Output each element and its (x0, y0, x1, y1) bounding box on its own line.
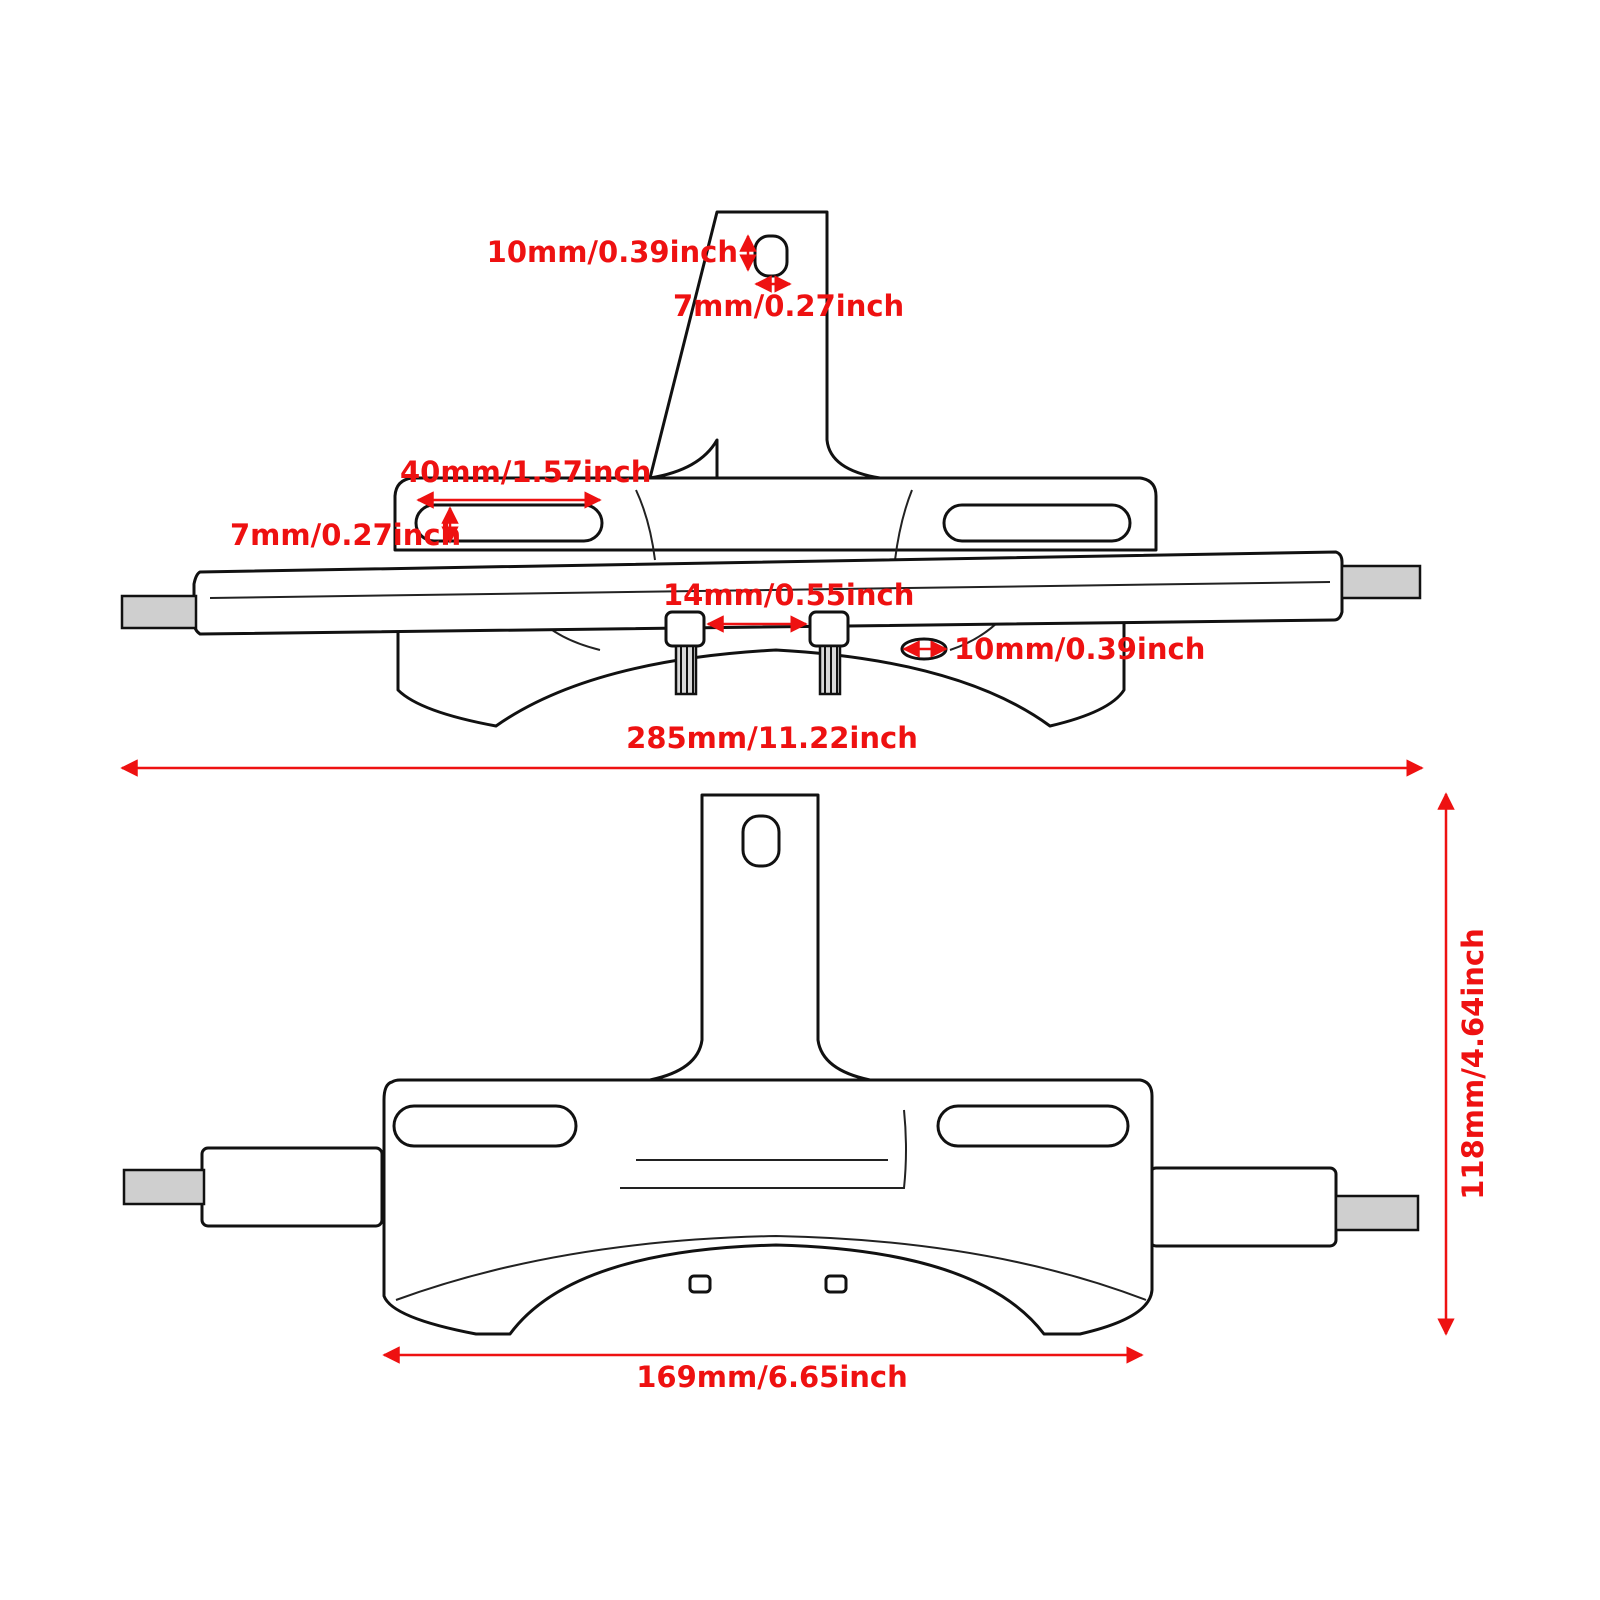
top-left-thread (120, 594, 198, 630)
top-plate-fold-left (635, 489, 656, 561)
side-slot-width-label: 7mm/0.27inch (230, 518, 461, 552)
top-right-side-slot (942, 503, 1132, 543)
top-left-stud (664, 610, 706, 696)
slot-height-label: 10mm/0.39inch (487, 235, 738, 269)
front-right-thread (1334, 1194, 1420, 1232)
side-slot-length-label: 40mm/1.57inch (400, 455, 651, 489)
stud-spacing-label: 14mm/0.55inch (663, 578, 914, 612)
top-rod-highlight (209, 581, 1331, 599)
front-left-side-slot (392, 1104, 578, 1148)
front-right-rod (1148, 1166, 1338, 1248)
overall-height-label: 118mm/4.64inch (1456, 928, 1490, 1200)
overall-length-label: 285mm/11.22inch (626, 721, 918, 755)
slot-width-label: 7mm/0.27inch (673, 289, 904, 323)
front-right-stud-tip (824, 1274, 848, 1294)
top-axle-rod (192, 550, 1344, 636)
front-left-stud-tip (688, 1274, 712, 1294)
top-right-thread (1340, 564, 1422, 600)
dimension-lines (120, 234, 1455, 1364)
top-tab-slot (753, 234, 789, 278)
front-left-rod (200, 1146, 384, 1228)
front-tab-slot (741, 814, 781, 868)
front-view-bracket (122, 793, 1420, 1336)
plate-width-label: 169mm/6.65inch (636, 1360, 908, 1394)
front-right-side-slot (936, 1104, 1130, 1148)
front-plate-curve (395, 1234, 1147, 1301)
dimension-labels: 10mm/0.39inch 7mm/0.27inch 40mm/1.57inch… (230, 235, 1490, 1394)
front-left-thread (122, 1168, 206, 1206)
top-plate-fold-right (894, 489, 913, 561)
top-curved-bracket (396, 608, 1126, 728)
hole-diameter-label: 10mm/0.39inch (954, 632, 1205, 666)
front-plate-emboss (620, 1109, 907, 1189)
top-right-stud (808, 610, 850, 696)
